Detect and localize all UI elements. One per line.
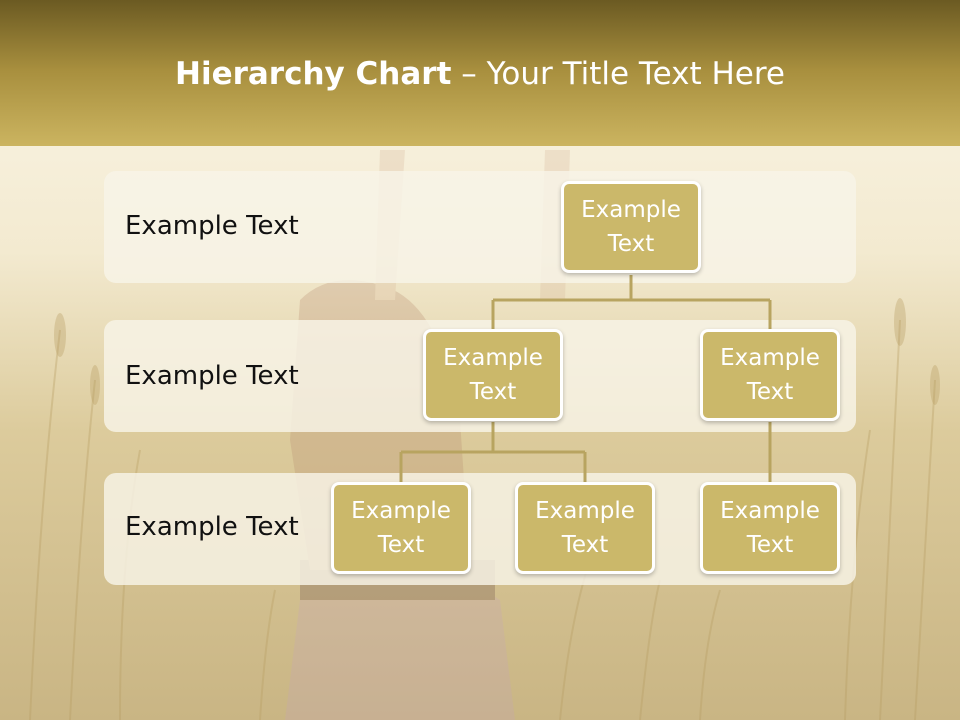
row-band-1 xyxy=(104,171,856,283)
node-level2-right[interactable]: Example Text xyxy=(700,329,840,421)
title-bold: Hierarchy Chart xyxy=(175,56,452,92)
node-level2-right-text: Example Text xyxy=(720,345,820,405)
node-level2-left[interactable]: Example Text xyxy=(423,329,563,421)
title-rest: – Your Title Text Here xyxy=(451,56,785,92)
node-level3-a[interactable]: Example Text xyxy=(331,482,471,574)
row-label-1: Example Text xyxy=(125,211,299,241)
node-level2-left-text: Example Text xyxy=(443,345,543,405)
row-label-2: Example Text xyxy=(125,361,299,391)
node-root-text: Example Text xyxy=(581,197,681,257)
node-root[interactable]: Example Text xyxy=(561,181,701,273)
row-label-3: Example Text xyxy=(125,512,299,542)
node-level3-b-text: Example Text xyxy=(535,498,635,558)
node-level3-c[interactable]: Example Text xyxy=(700,482,840,574)
node-level3-a-text: Example Text xyxy=(351,498,451,558)
node-level3-b[interactable]: Example Text xyxy=(515,482,655,574)
page-title: Hierarchy Chart – Your Title Text Here xyxy=(0,56,960,92)
node-level3-c-text: Example Text xyxy=(720,498,820,558)
title-bar xyxy=(0,0,960,146)
